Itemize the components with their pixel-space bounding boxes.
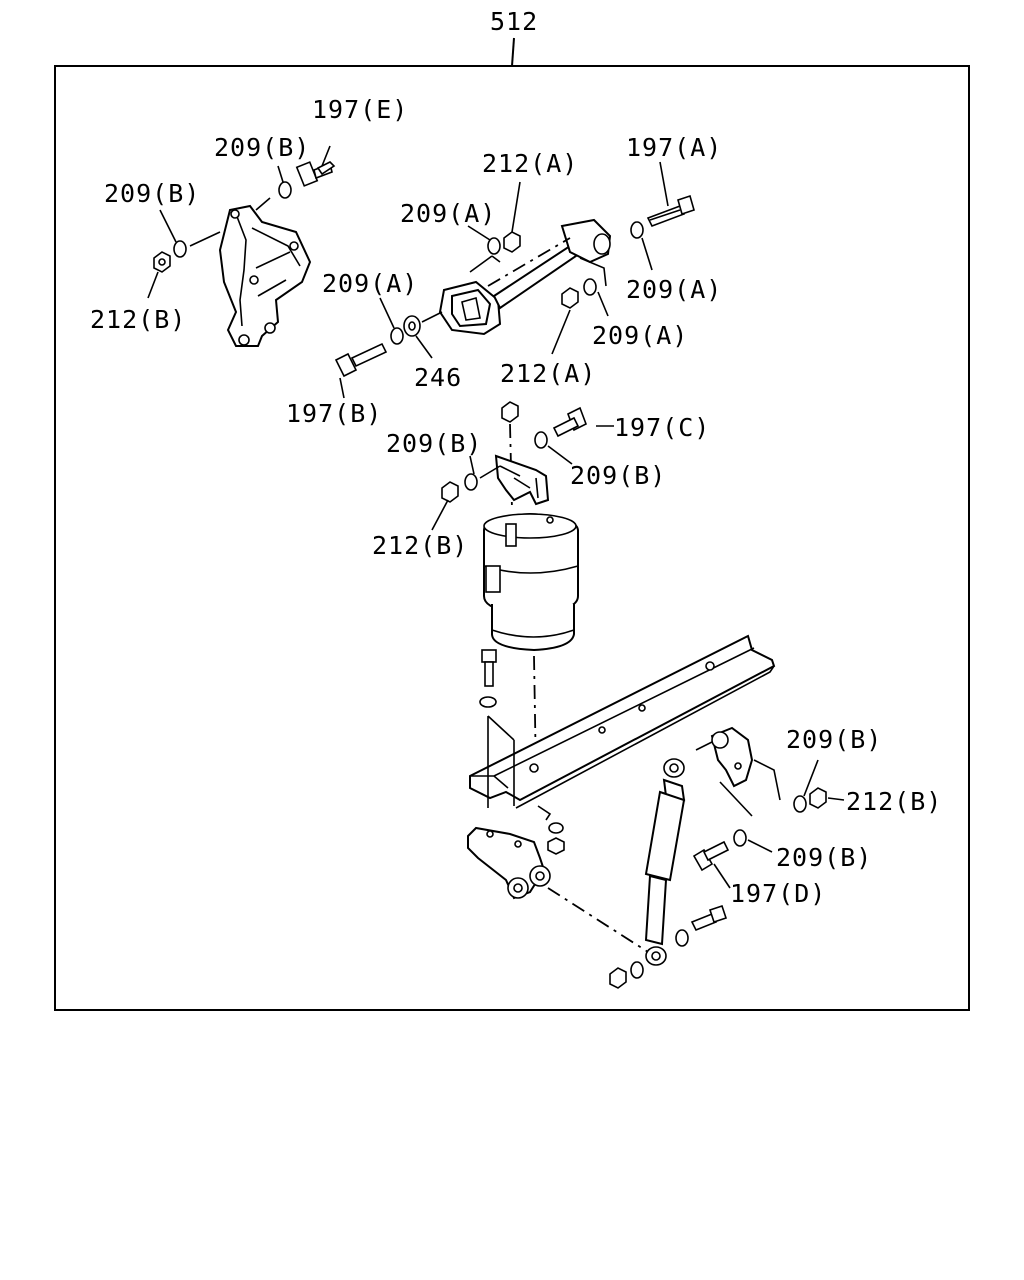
washer-shock-lower-left <box>630 961 644 979</box>
callout-209A-mid: 209(A) <box>592 321 688 350</box>
nut-shock-lower <box>609 967 627 989</box>
shock-upper-bracket <box>695 726 754 788</box>
lower-axle-beam <box>467 826 551 900</box>
upper-mount-bracket <box>494 454 550 506</box>
callout-209B-bracket-left: 209(B) <box>386 429 482 458</box>
nut-212B-bracket <box>441 481 459 503</box>
callout-209A-top: 209(A) <box>400 199 496 228</box>
bolt-197C <box>552 406 588 438</box>
callout-212A-top: 212(A) <box>482 149 578 178</box>
callout-209A-right: 209(A) <box>626 275 722 304</box>
callout-212B-right: 212(B) <box>846 787 942 816</box>
washer-beam <box>548 822 564 834</box>
washer-209B-197D <box>733 829 747 847</box>
washer-209B-right <box>793 795 807 813</box>
callout-209A-left: 209(A) <box>322 269 418 298</box>
nut-top-of-bracket <box>501 401 519 423</box>
callout-197E: 197(E) <box>312 95 408 124</box>
left-bracket <box>218 204 312 347</box>
washer-shock-lower-right <box>675 929 689 947</box>
nut-212B-right <box>809 787 827 809</box>
callout-246: 246 <box>414 363 462 392</box>
washer-209B-197C <box>534 431 548 449</box>
washer-209B-left <box>173 240 187 258</box>
nut-beam <box>547 837 565 855</box>
callout-209B-shock: 209(B) <box>776 843 872 872</box>
washer-209A-left <box>390 327 404 345</box>
callout-212B-left: 212(B) <box>90 305 186 334</box>
callout-197B: 197(B) <box>286 399 382 428</box>
callout-209B-left: 209(B) <box>104 179 200 208</box>
shock-absorber <box>644 758 686 966</box>
bolt-197E <box>295 145 336 187</box>
washer-209A-mid <box>583 278 597 296</box>
bolt-rail <box>481 649 497 687</box>
bolt-shock-lower <box>690 904 728 932</box>
washer-209A-right <box>630 221 644 239</box>
bolt-197D <box>692 840 730 872</box>
callout-209B-upper: 209(B) <box>214 133 310 162</box>
callout-197D: 197(D) <box>730 879 826 908</box>
nut-212A-top <box>503 231 521 253</box>
washer-209B-upper-left <box>278 181 292 199</box>
air-spring <box>483 512 579 652</box>
callout-212A-lower: 212(A) <box>500 359 596 388</box>
cross-shaft <box>438 218 612 336</box>
washer-rail <box>479 696 497 708</box>
callout-197C: 197(C) <box>614 413 710 442</box>
bolt-197B <box>334 342 388 378</box>
nut-212B-left <box>153 251 171 273</box>
washer-209A-top <box>487 237 501 255</box>
bolt-197A <box>646 194 695 228</box>
callout-212B-bracket: 212(B) <box>372 531 468 560</box>
washer-209B-bracket <box>464 473 478 491</box>
callout-197A: 197(A) <box>626 133 722 162</box>
nut-212A-lower <box>561 287 579 309</box>
frame-rail <box>469 634 776 809</box>
callout-209B-bracket-right: 209(B) <box>570 461 666 490</box>
callout-209B-right: 209(B) <box>786 725 882 754</box>
diagram-number: 512 <box>490 7 538 36</box>
